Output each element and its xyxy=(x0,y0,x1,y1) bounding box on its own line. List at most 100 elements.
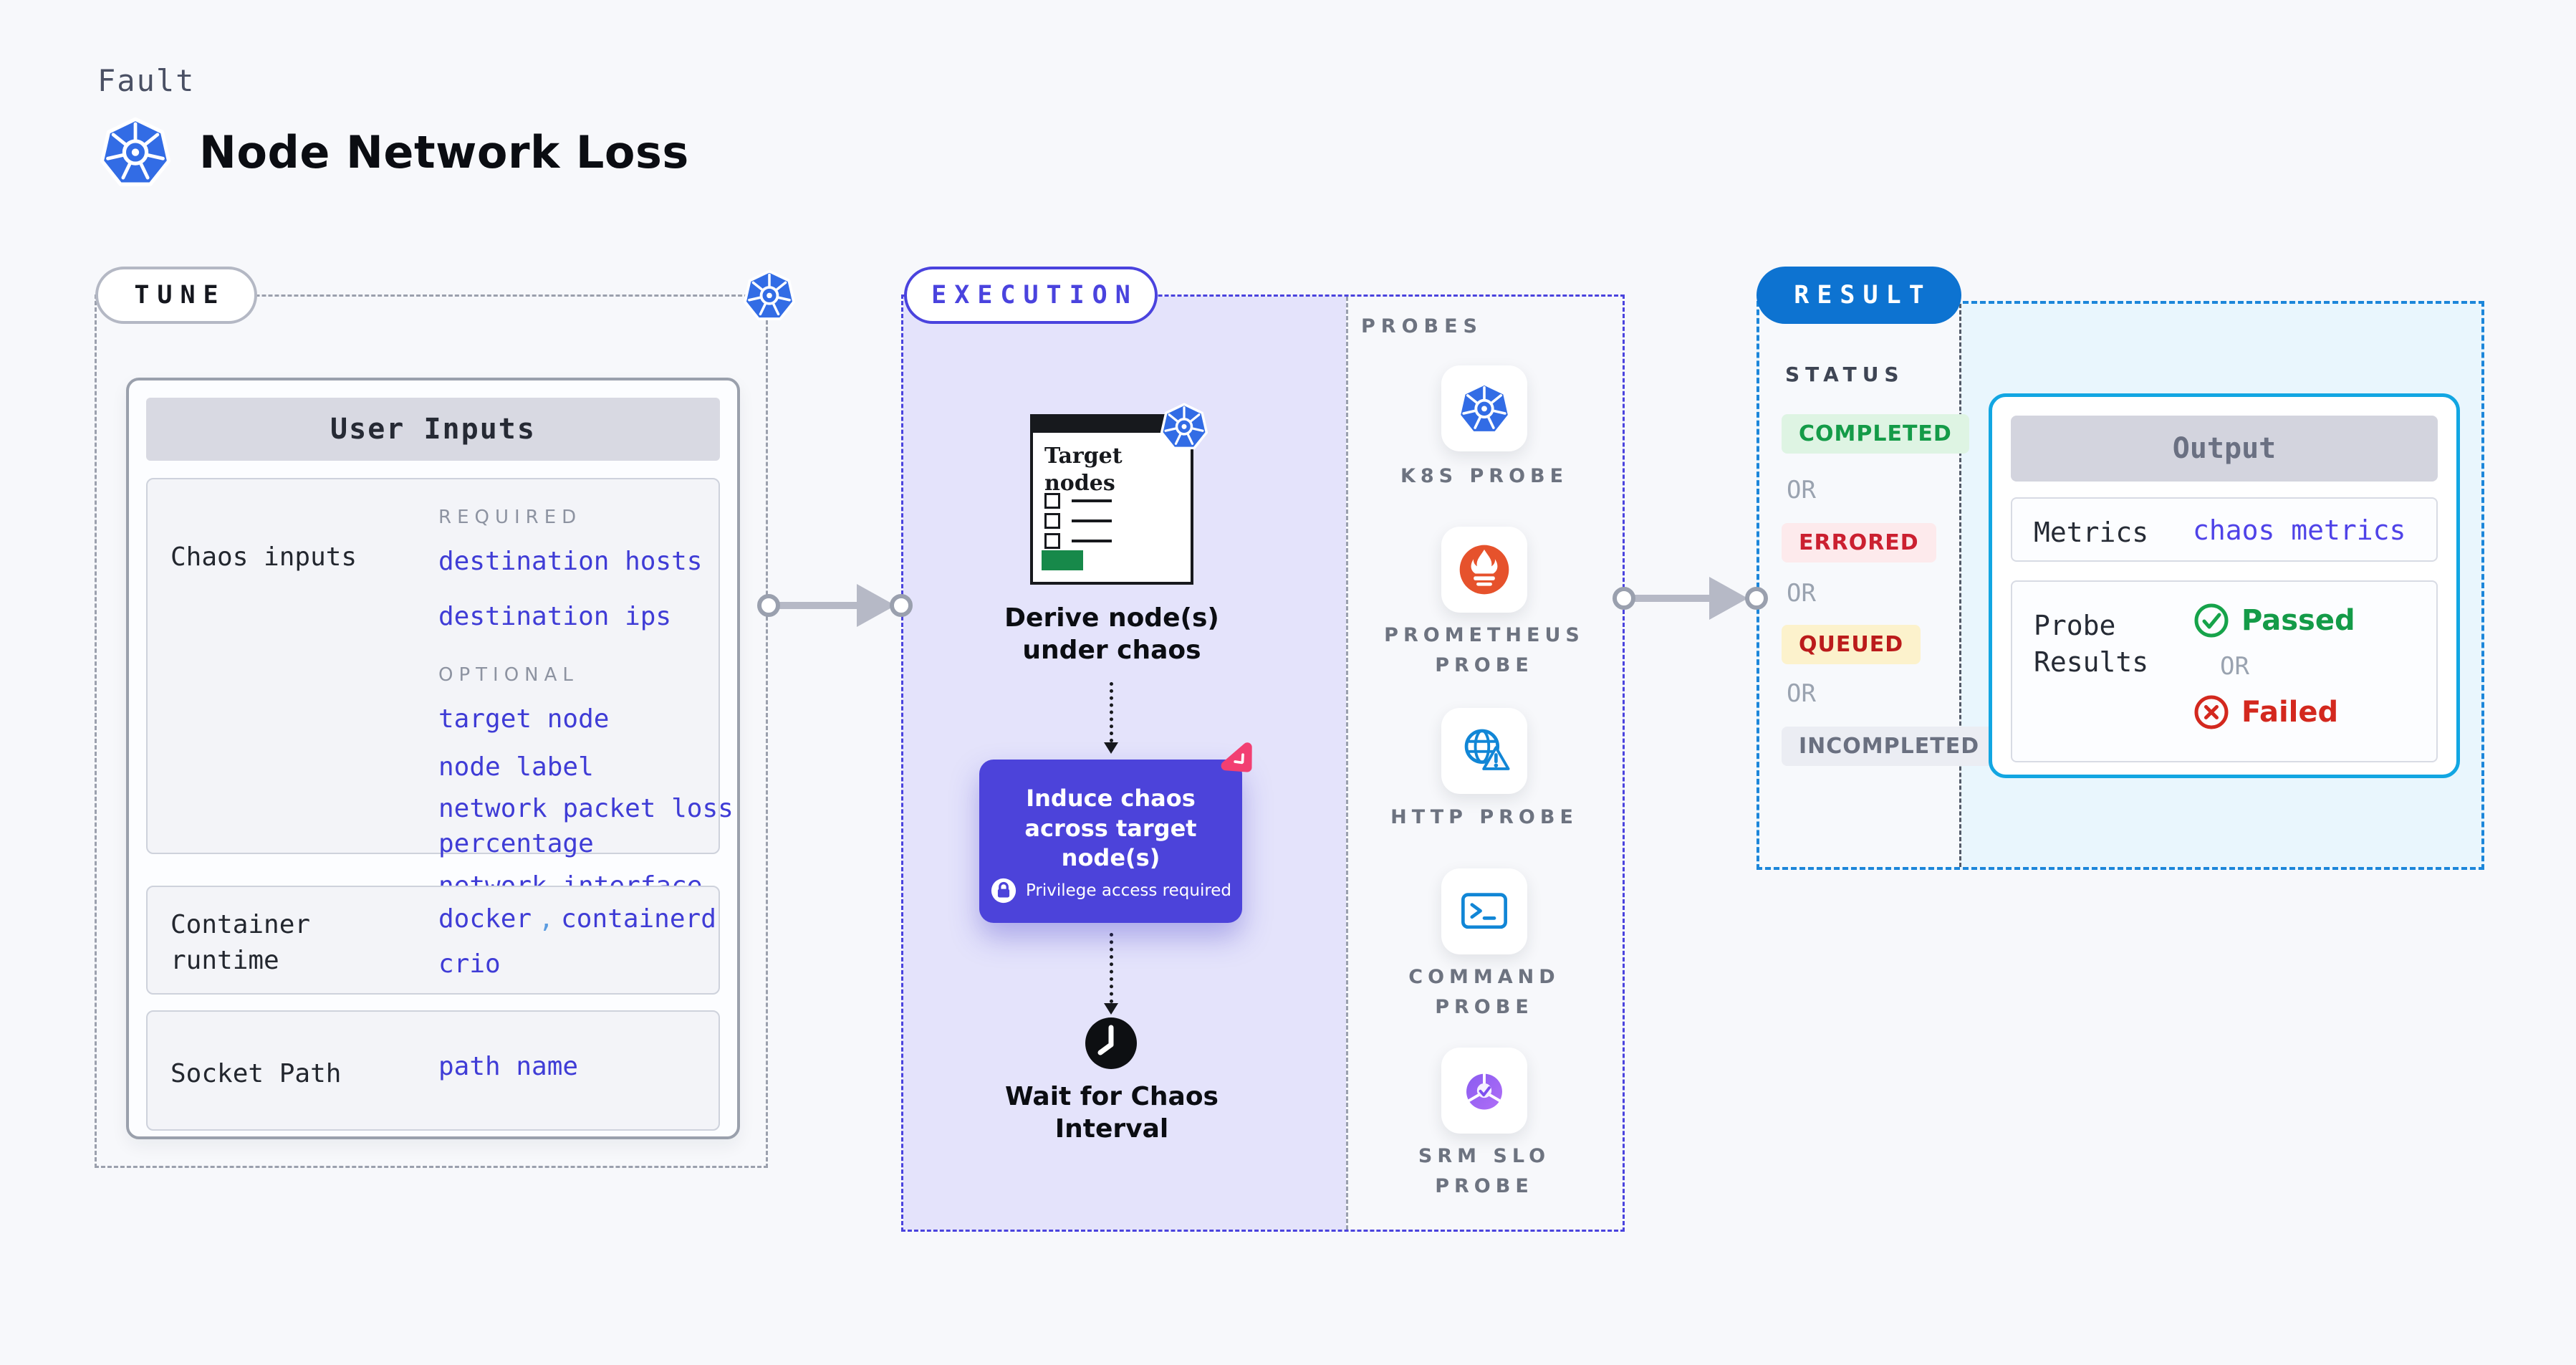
flow-dotted-line xyxy=(1110,682,1113,742)
container-runtime-row: Container runtime docker,containerd crio xyxy=(146,886,720,995)
kubernetes-icon xyxy=(1159,401,1209,451)
checkbox-icon xyxy=(1044,493,1060,509)
output-card: Output Metrics chaos metrics Probe Resul… xyxy=(1989,393,2460,778)
user-inputs-card: User Inputs Chaos inputs REQUIRED destin… xyxy=(126,378,740,1139)
litmus-icon xyxy=(1215,734,1260,779)
green-button-bar xyxy=(1042,550,1083,570)
target-nodes-card: Target nodes xyxy=(1030,414,1193,585)
derive-step-label: Derive node(s) under chaos xyxy=(1004,603,1219,665)
chaos-inputs-row: Chaos inputs REQUIRED destination hosts … xyxy=(146,478,734,901)
connector-dot xyxy=(757,594,780,617)
metrics-row: Metrics chaos metrics xyxy=(2011,497,2438,562)
prometheus-icon xyxy=(1456,542,1512,598)
probes-heading: PROBES xyxy=(1361,315,1484,337)
or-label: OR xyxy=(1787,476,1816,504)
input-destination-hosts[interactable]: destination hosts xyxy=(438,547,703,576)
probe-results-row: Probe Results Passed OR Failed xyxy=(2011,580,2438,762)
command-probe-card xyxy=(1441,868,1527,954)
socket-path-value[interactable]: path name xyxy=(438,1052,579,1081)
http-probe-icon xyxy=(1456,723,1512,779)
result-pill: RESULT xyxy=(1756,267,1961,324)
metrics-value[interactable]: chaos metrics xyxy=(2193,514,2406,546)
induce-step-label: Induce chaos across target node(s) xyxy=(1024,785,1197,872)
prometheus-probe-card xyxy=(1441,527,1527,613)
flow-dotted-line xyxy=(1110,933,1113,1003)
status-badge-completed: COMPLETED xyxy=(1782,414,1969,454)
flow-arrowhead-icon xyxy=(1709,577,1748,620)
comma-separator: , xyxy=(539,905,554,934)
socket-path-label: Socket Path xyxy=(170,1059,342,1088)
srm-slo-probe-card xyxy=(1441,1048,1527,1134)
input-destination-ips[interactable]: destination ips xyxy=(438,602,672,631)
lock-icon xyxy=(990,877,1017,904)
text-line xyxy=(1072,540,1112,542)
runtime-crio[interactable]: crio xyxy=(438,949,501,979)
tune-section xyxy=(95,294,768,1168)
target-nodes-title: Target nodes xyxy=(1044,444,1123,496)
k8s-probe-card xyxy=(1441,365,1527,451)
kubernetes-icon xyxy=(742,268,797,322)
node-checkbox-row xyxy=(1044,533,1112,549)
tune-pill: TUNE xyxy=(95,267,257,324)
flow-arrowhead-icon xyxy=(1104,1003,1118,1015)
wait-step-label: Wait for Chaos Interval xyxy=(1005,1082,1219,1144)
probe-label: SRM SLO PROBE xyxy=(1418,1145,1551,1197)
runtime-docker[interactable]: docker xyxy=(438,904,532,934)
connector-dot xyxy=(1613,587,1635,610)
input-target-node[interactable]: target node xyxy=(438,704,610,734)
induce-chaos-card: Induce chaos across target node(s) Privi… xyxy=(979,760,1242,923)
output-title: Output xyxy=(2011,416,2438,482)
status-heading: STATUS xyxy=(1785,363,1905,386)
failed-label: Failed xyxy=(2241,696,2339,729)
connector-dot xyxy=(890,594,913,617)
srm-slo-probe-icon xyxy=(1456,1063,1512,1119)
kubernetes-icon xyxy=(1456,380,1512,436)
or-label: OR xyxy=(1787,679,1816,708)
node-checkbox-row xyxy=(1044,513,1112,529)
execution-pill: EXECUTION xyxy=(904,267,1158,324)
container-runtime-label: Container runtime xyxy=(170,910,311,976)
passed-label: Passed xyxy=(2241,604,2355,637)
node-checkbox-row xyxy=(1044,493,1112,509)
input-network-packet-loss-percentage[interactable]: network packet loss percentage xyxy=(438,794,734,858)
privilege-badge: Privilege access required xyxy=(1025,881,1232,900)
or-label: OR xyxy=(2220,652,2249,681)
or-label: OR xyxy=(1787,579,1816,608)
text-line xyxy=(1072,499,1112,502)
clock-icon xyxy=(1084,1016,1138,1071)
optional-heading: OPTIONAL xyxy=(438,664,579,686)
probe-label: HTTP PROBE xyxy=(1390,806,1578,828)
connector-dot xyxy=(1745,587,1768,610)
fault-kicker: Fault xyxy=(97,63,196,98)
socket-path-row: Socket Path path name xyxy=(146,1010,720,1131)
probe-results-label: Probe Results xyxy=(2034,610,2149,679)
cross-circle-icon xyxy=(2193,694,2230,731)
metrics-label: Metrics xyxy=(2034,517,2149,548)
flow-arrowhead-icon xyxy=(1104,742,1118,754)
required-heading: REQUIRED xyxy=(438,507,582,528)
kubernetes-icon xyxy=(98,115,173,189)
status-badge-incompleted: INCOMPLETED xyxy=(1782,727,1997,766)
probe-label: K8S PROBE xyxy=(1400,465,1569,487)
probes-pane xyxy=(1346,297,1623,1230)
status-badge-queued: QUEUED xyxy=(1782,625,1921,664)
chaos-inputs-label: Chaos inputs xyxy=(170,542,357,572)
checkbox-icon xyxy=(1044,513,1060,529)
probe-label: PROMETHEUS PROBE xyxy=(1384,624,1585,676)
text-line xyxy=(1072,519,1112,522)
status-pane xyxy=(1759,304,1961,867)
checkbox-icon xyxy=(1044,533,1060,549)
input-node-label[interactable]: node label xyxy=(438,752,594,782)
http-probe-card xyxy=(1441,708,1527,794)
flow-arrow xyxy=(1624,595,1713,602)
command-probe-icon xyxy=(1456,883,1512,939)
status-badge-errored: ERRORED xyxy=(1782,523,1936,562)
probe-label: COMMAND PROBE xyxy=(1408,966,1560,1018)
check-circle-icon xyxy=(2193,602,2230,639)
user-inputs-title: User Inputs xyxy=(146,398,720,461)
runtime-containerd[interactable]: containerd xyxy=(561,904,716,934)
window-titlebar xyxy=(1033,417,1191,433)
flow-arrow xyxy=(769,602,860,609)
flow-arrowhead-icon xyxy=(857,584,895,627)
